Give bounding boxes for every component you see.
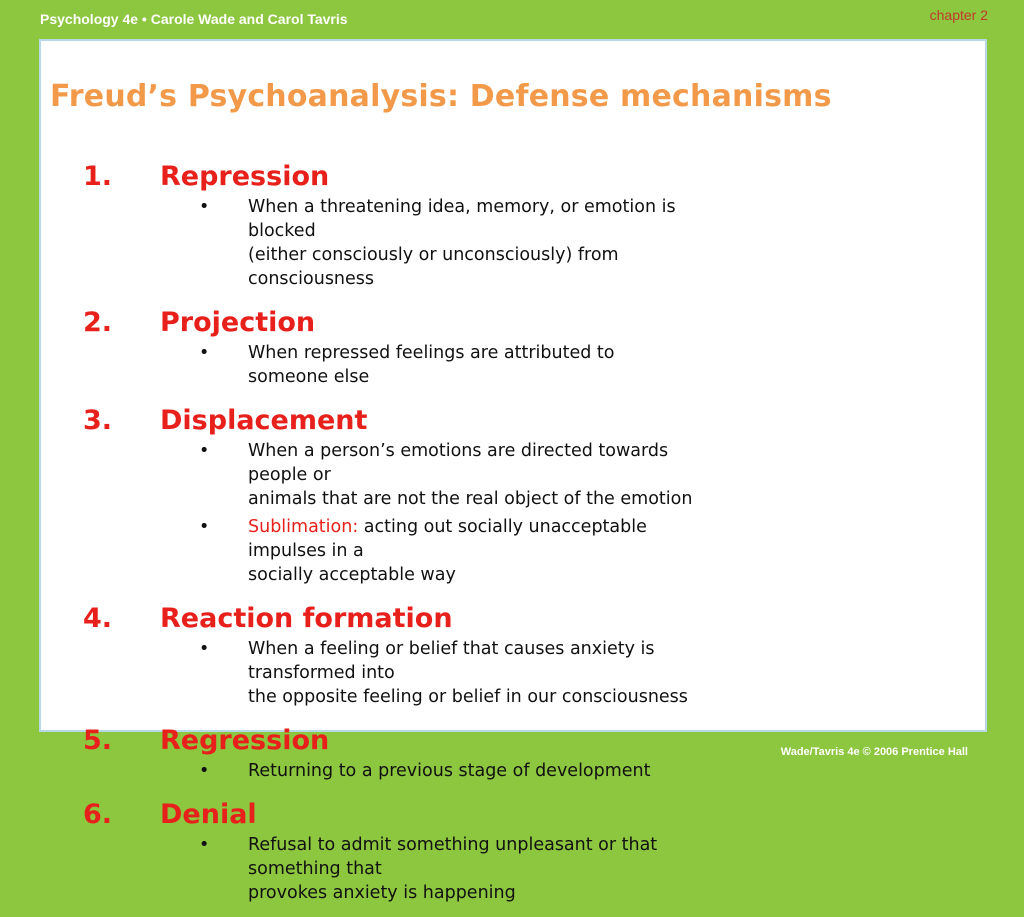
book-header: Psychology 4e • Carole Wade and Carol Ta… [40,11,348,27]
mechanism-heading-row: 1. Repression [41,157,985,195]
item-number: 3. [83,405,113,436]
bullet-text-line: animals that are not the real object of … [248,489,693,509]
bullet-icon: • [199,343,210,363]
bullet-text-line: provokes anxiety is happening [248,883,516,903]
bullet-icon: • [199,639,210,659]
bullet-text-line: Returning to a previous stage of develop… [248,761,651,781]
bullet-text-line: When a threatening idea, memory, or emot… [248,197,676,241]
bullet-term: Sublimation: [248,517,359,537]
mechanism-heading: Denial [160,799,257,830]
defense-mechanisms-list: 1. Repression • When a threatening idea, me… [41,157,985,917]
bullet-icon: • [199,761,210,781]
item-spacer [41,591,985,599]
bullet-text-line: When a feeling or belief that causes anx… [248,639,655,683]
item-spacer [41,909,985,917]
bullet-text-line: acting out socially unacceptable impulse… [248,517,647,561]
mechanism-heading: Repression [160,161,330,192]
item-number: 2. [83,307,113,338]
bullet-text-line: When a person’s emotions are directed to… [248,441,669,485]
item-number: 6. [83,799,113,830]
bullet-point: • When a feeling or belief that causes an… [41,637,698,709]
bullet-point: • When a threatening idea, memory, or emo… [41,195,698,291]
bullet-text-line: socially acceptable way [248,565,456,585]
item-spacer [41,787,985,795]
bullet-point: • Refusal to admit something unpleasant o… [41,833,698,905]
item-spacer [41,393,985,401]
bullet-point: • Returning to a previous stage of develo… [41,759,698,783]
mechanism-heading: Displacement [160,405,368,436]
mechanism-heading: Projection [160,307,316,338]
bullet-text-line: the opposite feeling or belief in our co… [248,687,688,707]
mechanism-heading-row: 4. Reaction formation [41,599,985,637]
mechanism-heading-row: 5. Regression [41,721,985,759]
mechanism-heading: Regression [160,725,330,756]
footer-credit: Wade/Tavris 4e © 2006 Prentice Hall [780,746,968,758]
mechanism-heading-row: 2. Projection [41,303,985,341]
bullet-text-line: When repressed feelings are attributed t… [248,343,615,387]
bullet-point: • Sublimation: acting out socially unacce… [41,515,698,587]
chapter-label: chapter 2 [929,7,988,23]
bullet-point: • When a person’s emotions are directed t… [41,439,698,511]
item-spacer [41,295,985,303]
bullet-text-line: (either consciously or unconsciously) fr… [248,245,619,289]
mechanism-heading-row: 3. Displacement [41,401,985,439]
bullet-icon: • [199,835,210,855]
bullet-icon: • [199,517,210,537]
bullet-text-line: Refusal to admit something unpleasant or… [248,835,658,879]
bullet-point: • When repressed feelings are attributed … [41,341,698,389]
slide-title: Freud’s Psychoanalysis: Defense mechanis… [50,79,832,114]
item-number: 1. [83,161,113,192]
mechanism-heading: Reaction formation [160,603,453,634]
bullet-icon: • [199,197,210,217]
mechanism-heading-row: 6. Denial [41,795,985,833]
bullet-icon: • [199,441,210,461]
item-spacer [41,713,985,721]
item-number: 4. [83,603,113,634]
slide-panel: Freud’s Psychoanalysis: Defense mechanis… [39,39,987,903]
item-number: 5. [83,725,113,756]
